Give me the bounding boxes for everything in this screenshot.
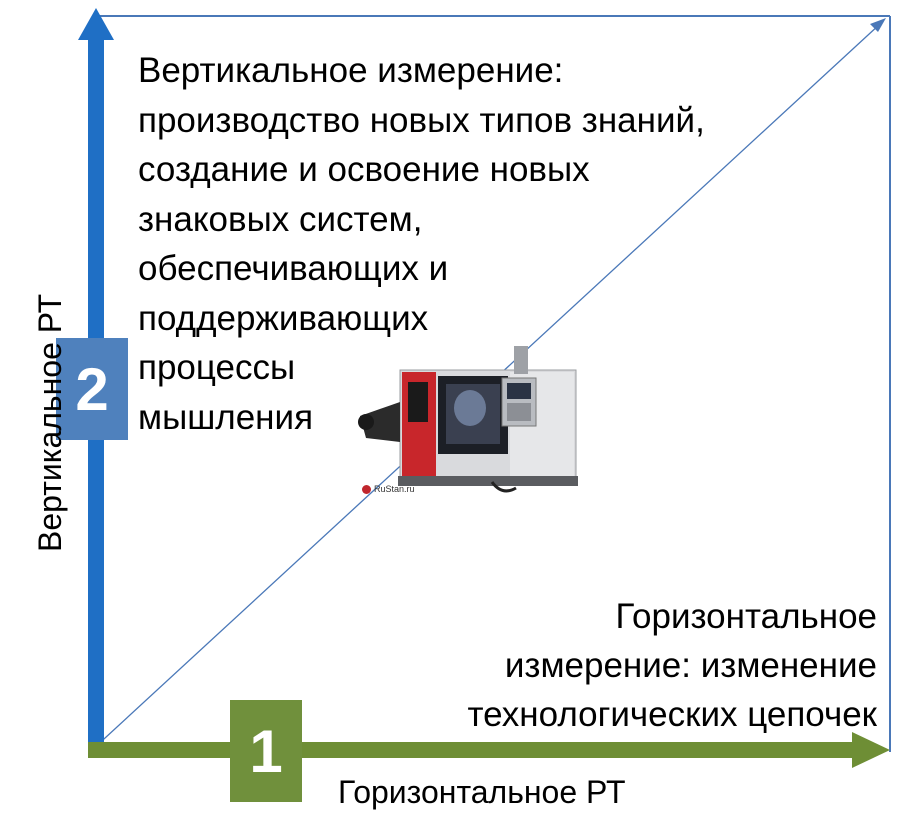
horizontal-axis-arrowhead [852, 732, 890, 768]
watermark: RuStan.ru [362, 484, 415, 494]
watermark-logo-icon [362, 484, 371, 494]
horizontal-number-badge: 1 [230, 700, 302, 802]
horizontal-axis-label: Горизонтальное РТ [338, 774, 626, 810]
cnc-machine-icon [358, 346, 578, 493]
vertical-dimension-text: Вертикальное измерение: производство нов… [138, 51, 705, 437]
diagonal-arrow-head [870, 18, 886, 32]
vertical-axis-arrowhead [78, 8, 114, 40]
vertical-axis-label: Вертикальное РТ [32, 293, 68, 552]
vertical-number-badge: 2 [56, 338, 128, 440]
horizontal-dimension-text: Горизонтальное измерение: изменение техн… [467, 597, 877, 734]
watermark-text: RuStan.ru [374, 484, 415, 494]
horizontal-axis-shaft [88, 742, 860, 758]
